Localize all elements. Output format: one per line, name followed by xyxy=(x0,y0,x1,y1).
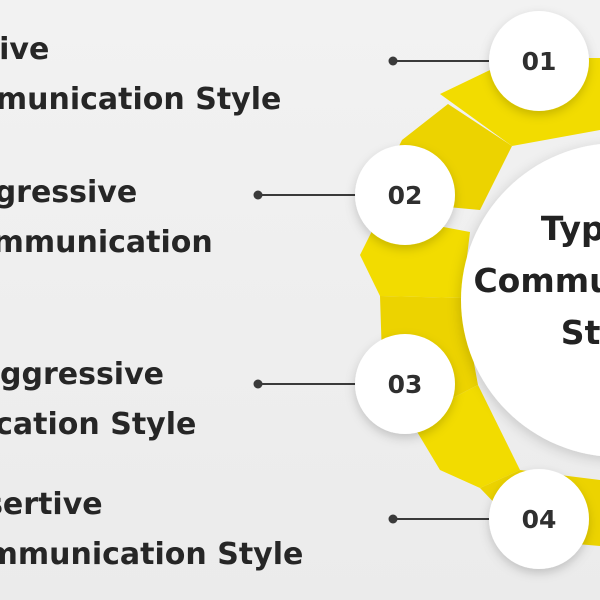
item-label-01-line-2: Communication Style xyxy=(0,82,282,117)
connector-04 xyxy=(388,514,489,524)
item-label-03-line-2: Communication Style xyxy=(0,407,197,442)
number-badge-02: 02 xyxy=(355,145,455,245)
number-02: 02 xyxy=(388,181,423,210)
center-title-line-3: Styles xyxy=(561,313,600,352)
center-title-line-1: Types of xyxy=(541,209,600,248)
number-04: 04 xyxy=(522,505,557,534)
item-label-02-line-2: Communication xyxy=(0,225,213,260)
connector-03 xyxy=(253,379,356,389)
connector-02 xyxy=(253,190,356,200)
number-badge-04: 04 xyxy=(489,469,589,569)
item-label-03: Passive-Aggressive Communication Style xyxy=(0,350,196,450)
item-label-01-line-1: Passive xyxy=(0,32,50,67)
item-label-04: Assertive Communication Style xyxy=(0,480,303,580)
item-label-04-line-2: Communication Style xyxy=(0,537,304,572)
number-badge-01: 01 xyxy=(489,11,589,111)
item-label-01: Passive Communication Style xyxy=(0,25,281,125)
center-hub xyxy=(461,144,600,456)
connector-01 xyxy=(388,56,489,66)
item-label-03-line-1: Passive-Aggressive xyxy=(0,357,164,392)
item-label-04-line-1: Assertive xyxy=(0,487,103,522)
item-label-02: Aggressive Communication xyxy=(0,168,213,268)
number-badge-03: 03 xyxy=(355,334,455,434)
number-01: 01 xyxy=(522,47,557,76)
item-label-02-line-1: Aggressive xyxy=(0,175,138,210)
number-03: 03 xyxy=(388,370,423,399)
center-title-line-2: Communication xyxy=(473,261,600,300)
